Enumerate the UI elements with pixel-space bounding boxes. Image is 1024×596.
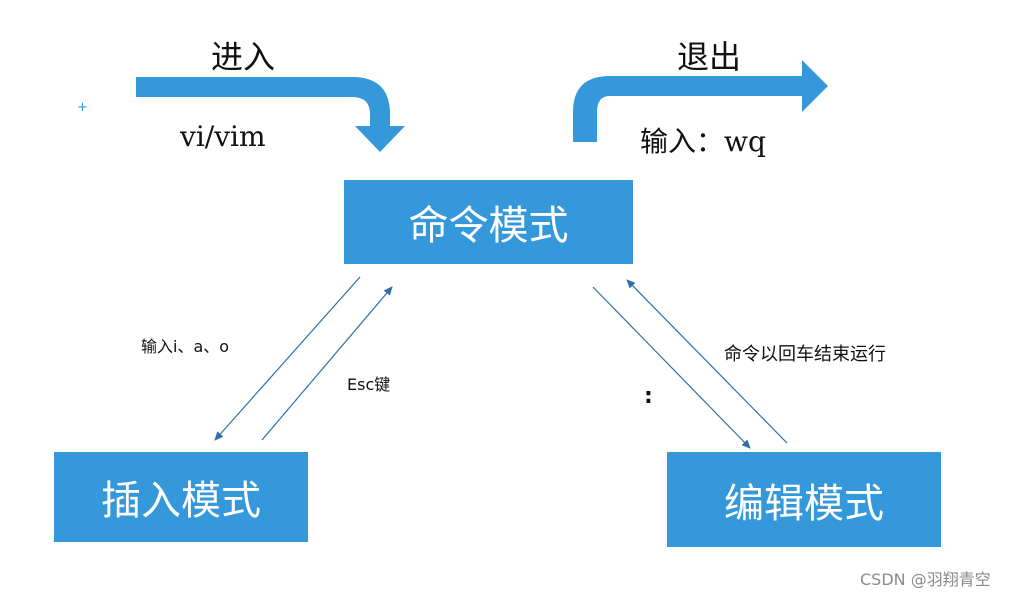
to-edit-label: :: [644, 384, 653, 409]
command-mode-box: 命令模式: [344, 180, 633, 264]
to-edit-arrow: [592, 286, 751, 449]
enter-command: vi/vim: [180, 120, 266, 153]
marker-plus: +: [77, 100, 88, 115]
to-insert-arrow: [214, 276, 361, 441]
from-insert-label: Esc键: [347, 375, 391, 394]
from-edit-arrow: [626, 279, 788, 444]
insert-mode-box: 插入模式: [54, 452, 308, 542]
edit-mode-box: 编辑模式: [667, 452, 941, 547]
enter-arrow: [136, 77, 405, 152]
exit-label: 退出: [677, 38, 742, 76]
exit-arrow: [573, 60, 828, 142]
from-insert-arrow: [261, 286, 393, 441]
from-edit-label: 命令以回车结束运行: [724, 344, 886, 365]
to-insert-label: 输入i、a、o: [141, 337, 230, 356]
enter-label: 进入: [211, 38, 276, 76]
watermark: CSDN @羽翔青空: [860, 570, 991, 589]
exit-command: 输入：wq: [640, 125, 766, 158]
